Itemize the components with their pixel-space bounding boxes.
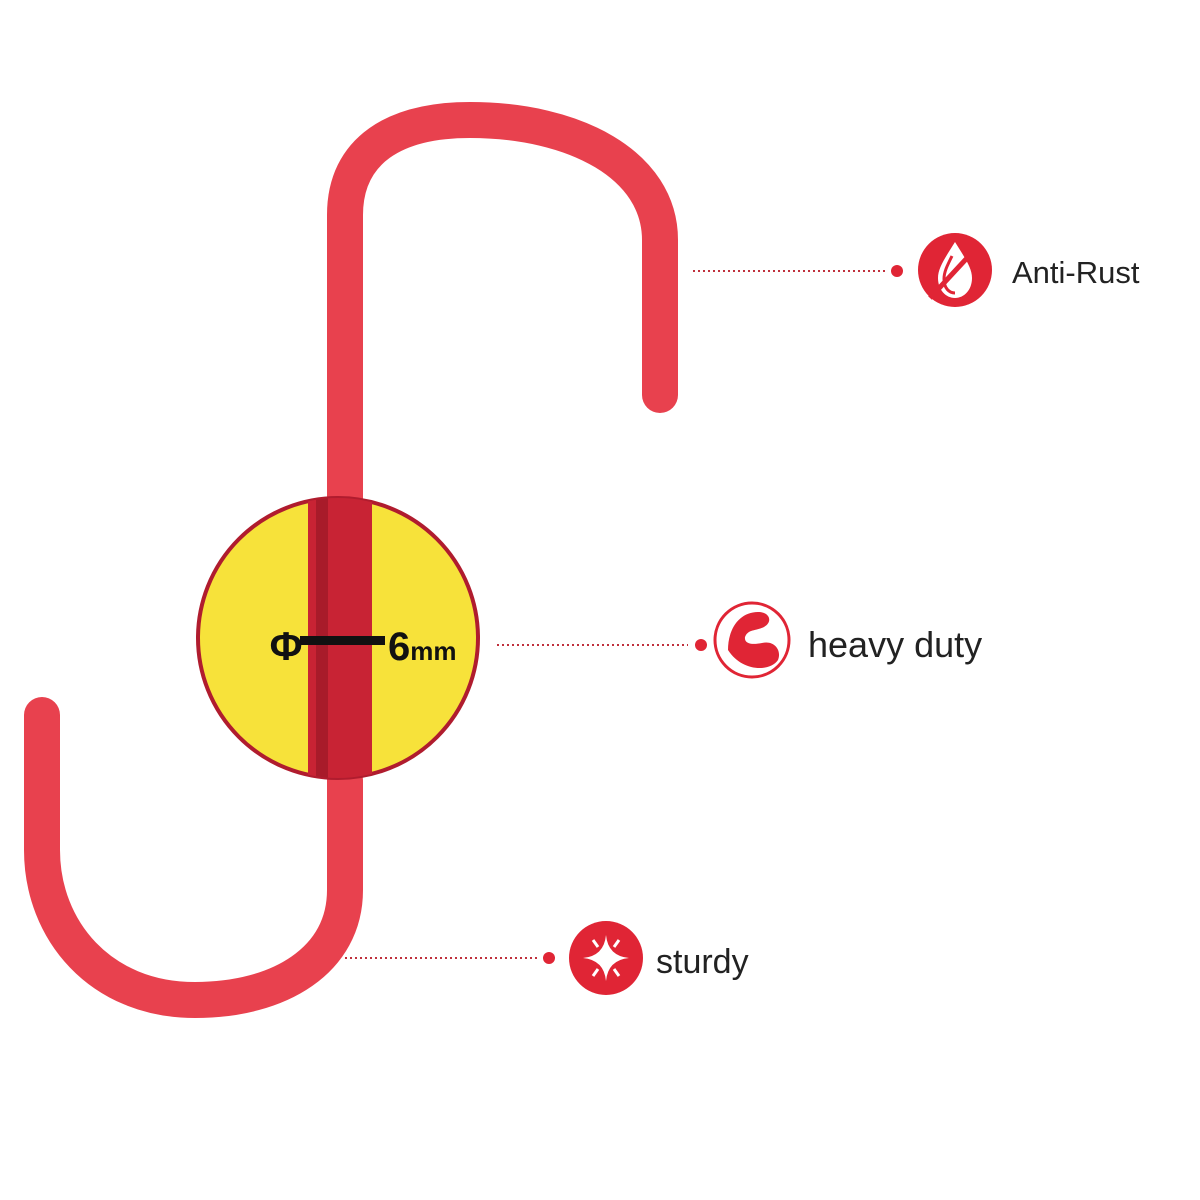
water-drop-icon	[918, 233, 992, 307]
feature-sturdy: sturdy	[345, 921, 749, 995]
s-hook-upper-curve	[327, 102, 678, 518]
diameter-value: 6mm	[388, 625, 457, 669]
feature-label-anti-rust: Anti-Rust	[1012, 255, 1140, 290]
feature-heavy-duty: heavy duty	[497, 601, 982, 679]
s-hook-lower-curve	[24, 697, 363, 1018]
flexed-arm-icon	[713, 601, 791, 679]
diamond-star-icon	[569, 921, 643, 995]
diameter-bar	[300, 636, 385, 645]
feature-anti-rust: Anti-Rust	[693, 233, 1140, 307]
diameter-symbol: Φ	[270, 625, 303, 669]
feature-label-sturdy: sturdy	[656, 943, 749, 981]
leader-dot	[695, 639, 707, 651]
s-hook	[24, 102, 678, 1018]
leader-dot	[891, 265, 903, 277]
leader-dot	[543, 952, 555, 964]
feature-label-heavy-duty: heavy duty	[808, 624, 982, 665]
diameter-zoom-callout: Φ 6mm	[196, 496, 480, 780]
